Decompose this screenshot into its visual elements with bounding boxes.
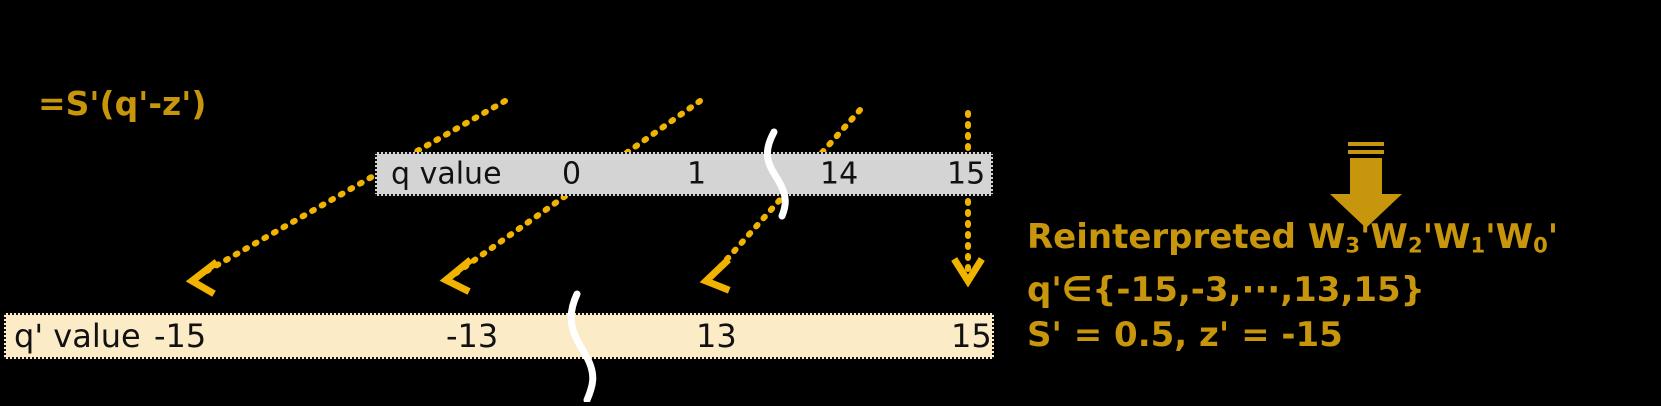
formula-label: =S'(q'-z') [38,84,207,123]
q-bar-cell-14: 14 [820,156,859,192]
w3-subscript: 3 [1345,232,1361,258]
axis-break-squiggle-icon [567,290,597,402]
reinterpreted-weights-line: Reinterpreted W3'W2'W1'W0' [1027,215,1558,268]
q-bar-label: q value [391,156,502,192]
w0-subscript: 0 [1533,232,1548,258]
q-value-bar: q value 0 1 14 15 [375,152,993,196]
arrowhead-icon [185,259,219,297]
w0-prime: ' [1547,217,1559,257]
scale-zero-point-line: S' = 0.5, z' = -15 [1027,314,1343,355]
q-bar-cell-15: 15 [947,156,986,192]
q-bar-cell-1: 1 [687,156,707,192]
down-arrow-icon [1330,142,1402,228]
rhs-annotation-block: Reinterpreted W3'W2'W1'W0' q'∈{-15,-3,··… [1027,215,1558,358]
w2-subscript: 2 [1407,232,1423,258]
qp-bar-label: q' value [14,317,141,355]
w3-prime: 'W [1360,217,1408,257]
qp-bar-cell-13: 13 [696,317,737,355]
qp-bar-cell-n13: -13 [446,317,499,355]
qp-bar-cell-n15: -15 [154,317,207,355]
arrowhead-icon [951,257,985,288]
axis-break-squiggle-icon [763,128,789,220]
w1-prime: 'W [1485,217,1534,257]
arrowhead-icon [699,257,731,294]
qp-value-bar: q' value -15 -13 13 15 [4,313,994,359]
dotted-mapping-arrow-icon [195,98,508,279]
q-bar-cell-0: 0 [562,156,582,192]
qp-bar-cell-15: 15 [951,317,992,355]
w2-prime: 'W [1422,217,1471,257]
reinterpreted-label: Reinterpreted W [1027,217,1346,257]
w1-subscript: 1 [1470,232,1486,258]
arrowhead-icon [439,257,473,295]
qprime-set-line: q'∈{-15,-3,···,13,15} [1027,269,1425,310]
